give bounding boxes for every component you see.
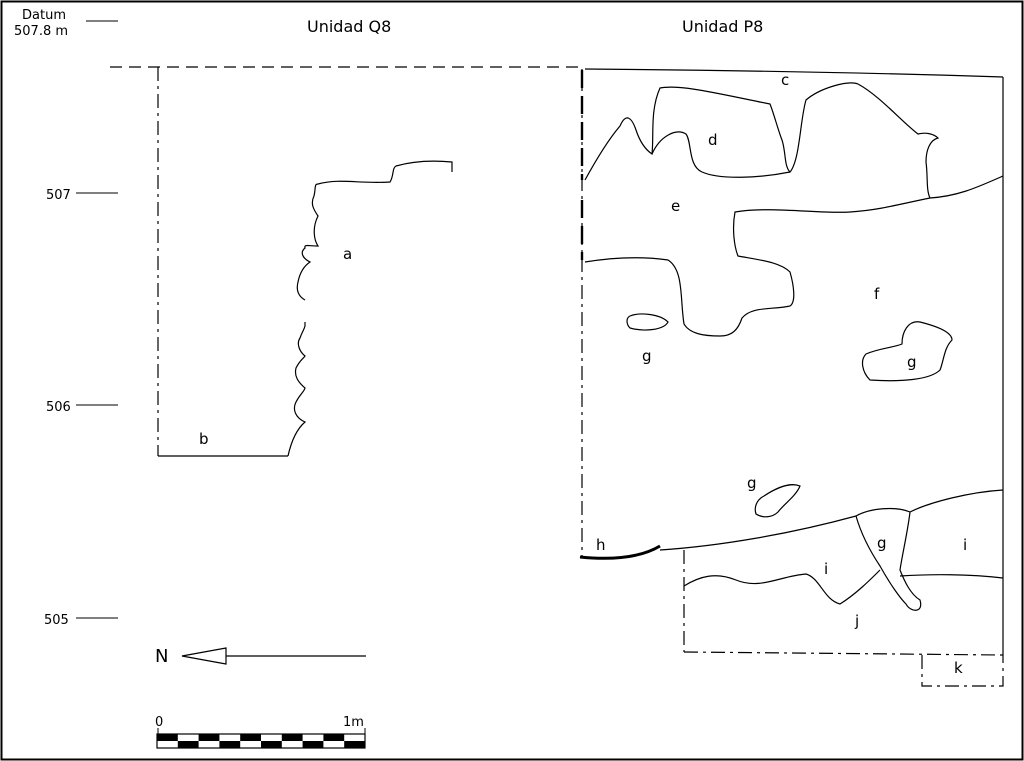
unit-q8-profile xyxy=(157,67,453,457)
layer-h-bold-line xyxy=(579,544,661,560)
layer-label-g: g xyxy=(877,534,887,552)
inclusion-g-3 xyxy=(754,484,801,518)
layer-label-j: j xyxy=(854,612,859,630)
layer-label-f: f xyxy=(874,285,880,303)
scale-bar-cell xyxy=(323,734,345,741)
layer-label-g: g xyxy=(907,353,917,371)
scale-bar-cell xyxy=(177,741,199,748)
layer-label-g: g xyxy=(642,347,652,365)
scale-label-end: 1m xyxy=(343,715,364,730)
elevation-axis: 507 506 505 xyxy=(44,188,118,628)
layer-boundary-c-d xyxy=(584,82,940,199)
layer-label-e: e xyxy=(671,197,680,215)
scale-bar-cell xyxy=(344,741,365,748)
layer-boundary-e-f xyxy=(929,175,1004,199)
scale-bar-cell xyxy=(240,734,261,741)
layer-label-k: k xyxy=(954,659,963,677)
scale-label-start: 0 xyxy=(155,715,163,730)
q8-layer-a-boundary xyxy=(287,160,453,457)
north-arrow-icon xyxy=(181,647,227,665)
scale-bar-cell xyxy=(261,741,282,748)
layer-boundary-d xyxy=(651,131,791,178)
unit-p8-profile xyxy=(580,68,1004,687)
intrusion-g-bottom xyxy=(855,511,922,611)
scale-bar-cells xyxy=(157,734,365,748)
inclusion-g-1 xyxy=(626,313,669,331)
extension-base xyxy=(683,651,1004,656)
p8-top-edge xyxy=(584,68,1004,78)
layer-label-a: a xyxy=(343,245,352,263)
layer-label-i: i xyxy=(824,560,828,578)
layer-label-c: c xyxy=(781,71,789,89)
scale-bar-cell xyxy=(281,734,303,741)
unit-title-q8: Unidad Q8 xyxy=(307,17,391,36)
north-arrow: N xyxy=(155,646,366,667)
layer-label-d: d xyxy=(708,131,718,149)
elevation-tick-label: 506 xyxy=(46,400,71,415)
inclusion-g-2 xyxy=(861,321,953,382)
elevation-tick-label: 507 xyxy=(46,188,71,203)
datum-label: Datum xyxy=(22,8,66,23)
north-label: N xyxy=(155,646,168,667)
scale-bar: 0 1m xyxy=(155,715,366,749)
layer-boundary-g-i xyxy=(855,489,1004,517)
layer-boundary-h-i xyxy=(659,515,857,551)
scale-bar-cell xyxy=(302,741,324,748)
scale-bar-cell xyxy=(198,734,220,741)
datum-value: 507.8 m xyxy=(14,24,68,39)
layer-label-g: g xyxy=(747,474,757,492)
scale-bar-cell xyxy=(219,741,241,748)
layer-label-h: h xyxy=(596,536,606,554)
scale-bar-cell xyxy=(157,734,178,741)
layer-boundary-i-j xyxy=(683,569,881,605)
layer-boundary-e-f-2 xyxy=(584,197,931,337)
unit-title-p8: Unidad P8 xyxy=(682,17,763,36)
layer-label-b: b xyxy=(199,430,209,448)
elevation-tick-label: 505 xyxy=(44,613,69,628)
layer-boundary-i-j-2 xyxy=(899,574,1004,579)
box-k xyxy=(921,655,1004,687)
layer-label-i: i xyxy=(963,536,967,554)
